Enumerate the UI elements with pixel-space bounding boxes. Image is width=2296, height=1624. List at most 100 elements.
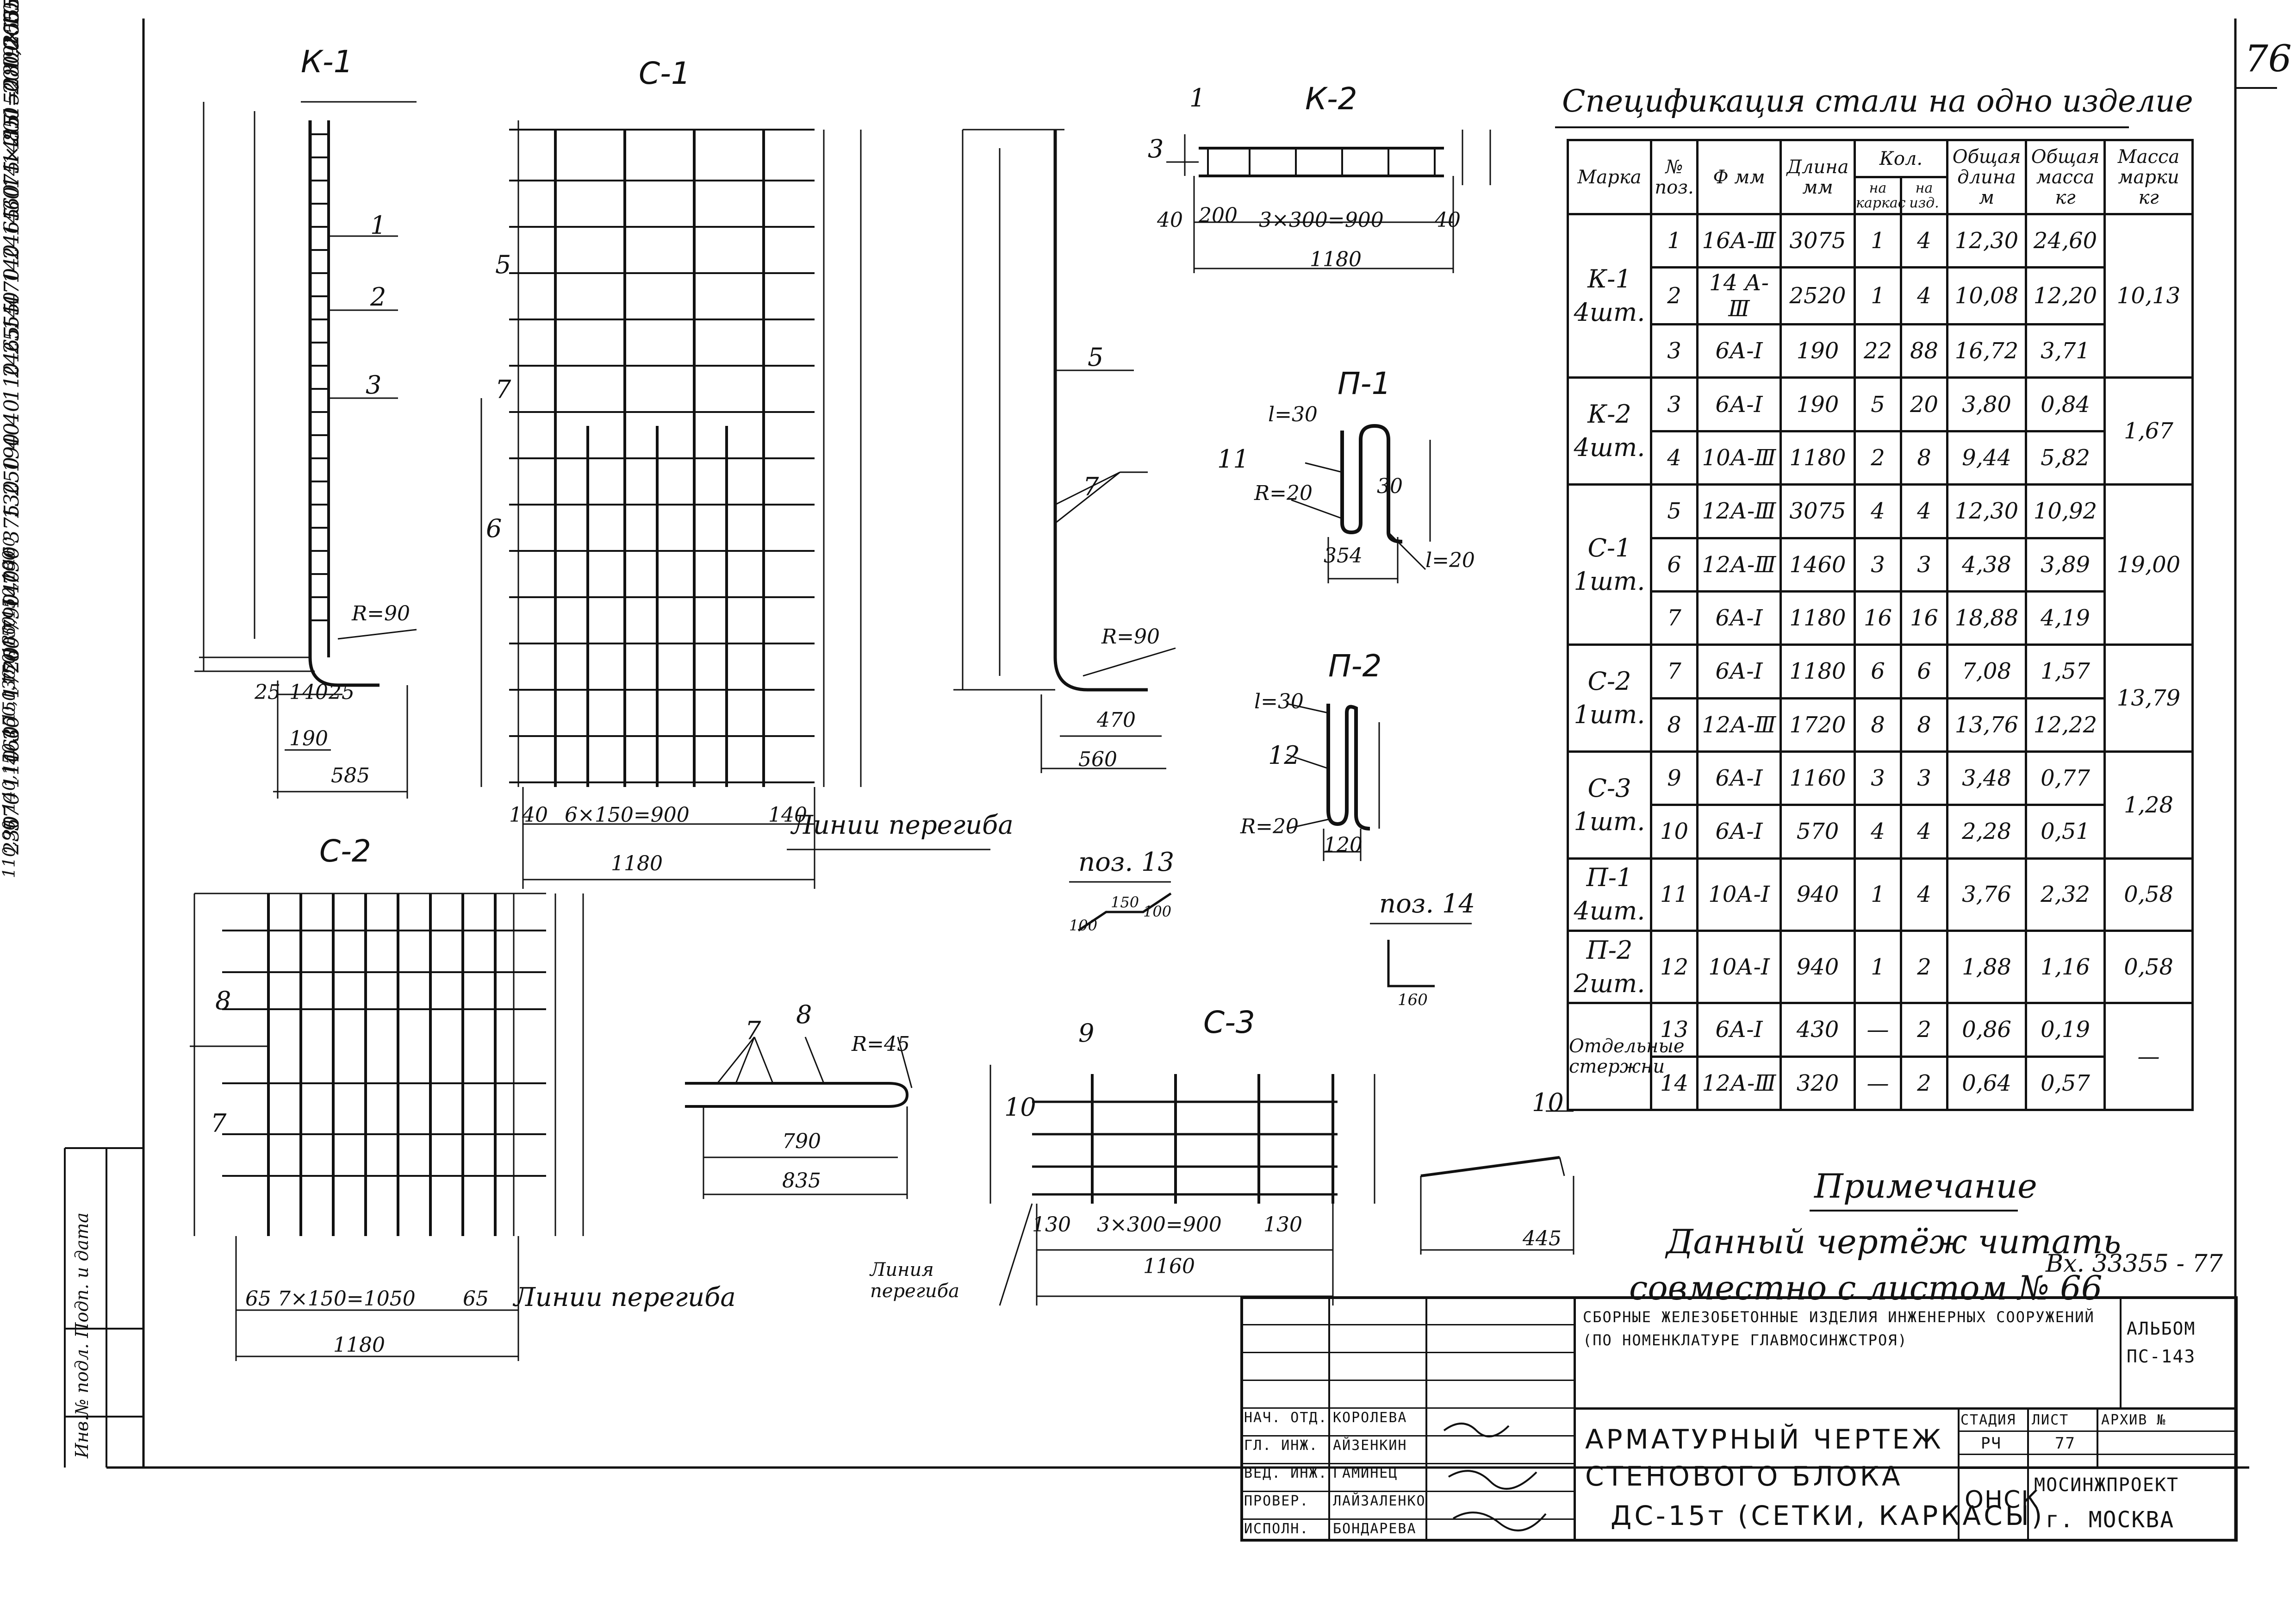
tb-role-1: НАЧ. ОТД. <box>1244 1410 1328 1426</box>
spec-mark-name: С-2 <box>1587 667 1631 696</box>
c3-w-130a: 130 <box>1032 1213 1071 1237</box>
spec-cell-tl: 3,76 <box>1946 857 2028 932</box>
col-length: Длина мм <box>1780 139 1856 215</box>
spec-mark-name: С-1 <box>1587 533 1631 562</box>
spec-cell-item: 2 <box>1899 1002 1949 1058</box>
spec-cell-len: 1180 <box>1780 590 1856 646</box>
k2-dim-40b: 40 <box>1435 208 1461 232</box>
c2-w-7x150: 7×150=1050 <box>278 1287 416 1311</box>
spec-cell-tl: 10,08 <box>1946 266 2028 326</box>
tb-scale: ОНСК <box>1965 1486 2040 1514</box>
c2-mesh <box>190 893 584 1361</box>
title-block: СБОРНЫЕ ЖЕЛЕЗОБЕТОННЫЕ ИЗДЕЛИЯ ИНЖЕНЕРНЫ… <box>1240 1296 2238 1542</box>
section-drawing <box>685 1037 913 1199</box>
spec-cell-pos: 8 <box>1650 697 1699 753</box>
spec-cell-len: 1180 <box>1780 430 1856 486</box>
spec-mark-mass: — <box>2103 1002 2194 1111</box>
spec-cell-tl: 7,08 <box>1946 643 2028 700</box>
spec-cell-item: 8 <box>1899 697 1949 753</box>
spec-cell-diam: 6А-Ⅰ <box>1696 323 1782 379</box>
k1-dim-140: 140 <box>289 681 328 704</box>
spec-cell-diam: 12А-Ⅲ <box>1696 483 1782 539</box>
rod10-dim-445: 445 <box>1523 1227 1562 1250</box>
c1-pos-7: 7 <box>495 375 511 404</box>
k1-dim-25b: 25 <box>329 681 355 704</box>
spec-cell-item: 4 <box>1899 266 1949 326</box>
spec-cell-frame: 4 <box>1854 483 1902 539</box>
pos14-dim-160b: 160 <box>1398 991 1428 1009</box>
spec-mark-count: 4шт. <box>1574 298 1645 327</box>
spec-cell-frame: 5 <box>1854 376 1902 432</box>
spec-cell-tm: 1,57 <box>2025 643 2106 700</box>
c3-w-1160: 1160 <box>1143 1255 1195 1278</box>
spec-mark-name: К-1 <box>1587 264 1631 294</box>
spec-cell-pos: 13 <box>1650 1002 1699 1058</box>
spec-cell-len: 1720 <box>1780 697 1856 753</box>
bend-lines-label-1: Линии перегиба <box>791 810 1014 840</box>
k1-dim-585: 585 <box>331 764 370 787</box>
spec-cell-len: 1180 <box>1780 643 1856 700</box>
spec-cell-item: 8 <box>1899 430 1949 486</box>
spec-cell-item: 20 <box>1899 376 1949 432</box>
c3-bend-label: Линия перегиба <box>870 1259 959 1302</box>
spec-cell-frame: 8 <box>1854 697 1902 753</box>
spec-cell-tm: 10,92 <box>2025 483 2106 539</box>
spec-cell-pos: 4 <box>1650 430 1699 486</box>
spec-cell-diam: 12А-Ⅲ <box>1696 1055 1782 1112</box>
col-pos: № поз. <box>1650 139 1699 215</box>
spec-cell-tm: 0,77 <box>2025 750 2106 806</box>
spec-cell-diam: 6А-Ⅰ <box>1696 804 1782 860</box>
k1-title: К-1 <box>301 44 353 80</box>
c1-pos-6: 6 <box>486 514 502 543</box>
p1-dim-30: 30 <box>1377 475 1403 498</box>
section-dim-835: 835 <box>782 1169 821 1193</box>
note-title: Примечание <box>1814 1167 2037 1206</box>
spec-cell-diam: 14 А-Ⅲ <box>1696 266 1782 326</box>
p2-dim-120: 120 <box>1324 833 1363 857</box>
spec-cell-tm: 0,51 <box>2025 804 2106 860</box>
tb-name-5: БОНДАРЕВА <box>1333 1521 1417 1537</box>
spec-cell-frame: 16 <box>1854 590 1902 646</box>
col-total-mass: Общая масса кг <box>2025 139 2106 215</box>
spec-cell-tm: 3,89 <box>2025 537 2106 593</box>
spec-cell-frame: 3 <box>1854 537 1902 593</box>
p1-pos-11: 11 <box>1217 444 1249 474</box>
spec-cell-tm: 12,20 <box>2025 266 2106 326</box>
col-mark: Марка <box>1567 139 1652 215</box>
sheet-number: 76 <box>2245 37 2292 80</box>
spec-cell-diam: 12А-Ⅲ <box>1696 697 1782 753</box>
spec-cell-tl: 18,88 <box>1946 590 2028 646</box>
spec-cell-item: 2 <box>1899 1055 1949 1112</box>
p2-l30: l=30 <box>1254 690 1304 713</box>
k2-dim-200: 200 <box>1199 204 1238 227</box>
spec-mark-name: П-2 <box>1586 935 1633 965</box>
note-line-1: Данный чертёж читать <box>1666 1222 2122 1261</box>
c1-w-140a: 140 <box>509 803 548 827</box>
spec-mark-count: 4шт. <box>1574 433 1645 462</box>
p1-l30: l=30 <box>1268 403 1318 426</box>
k1-pos-2: 2 <box>370 282 386 312</box>
spec-cell-pos: 11 <box>1650 857 1699 932</box>
c2-w-65a: 65 <box>245 1287 271 1311</box>
spec-cell-diam: 10А-Ⅰ <box>1696 929 1782 1005</box>
k1-dim-25a: 25 <box>255 681 280 704</box>
spec-cell-len: 3075 <box>1780 483 1856 539</box>
k1-dim-190: 190 <box>289 727 328 750</box>
p1-r20: R=20 <box>1254 481 1313 505</box>
k1-pos-1: 1 <box>370 211 386 240</box>
tb-signatures <box>1443 1423 1547 1531</box>
spec-cell-tl: 0,86 <box>1946 1002 2028 1058</box>
note-title-underline <box>1810 1210 2018 1212</box>
c2-w-1180: 1180 <box>333 1333 385 1357</box>
spec-cell-frame: 6 <box>1854 643 1902 700</box>
col-qty-item: на изд. <box>1899 176 1949 215</box>
col-mark-mass: Масса марки кг <box>2103 139 2194 215</box>
spec-cell-tm: 3,71 <box>2025 323 2106 379</box>
spec-mark-count: 4шт. <box>1574 896 1645 926</box>
pos13-dim-100b: 100 <box>1143 903 1172 920</box>
